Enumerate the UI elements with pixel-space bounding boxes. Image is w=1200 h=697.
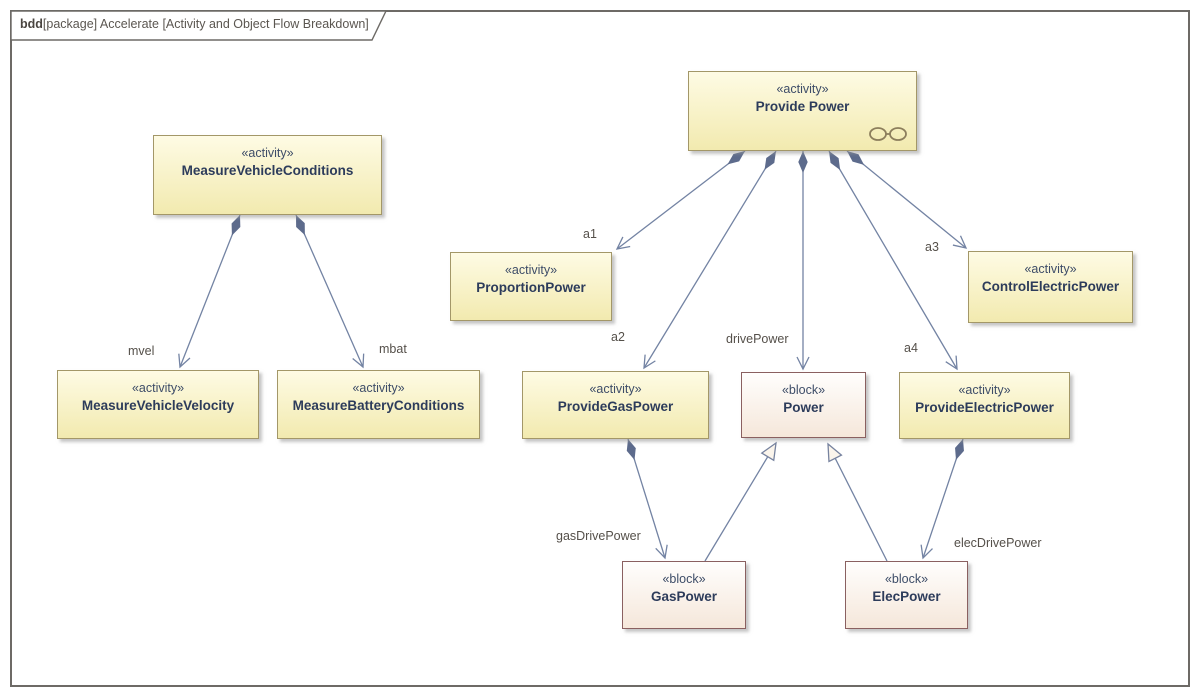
edge-label-a2: a2 <box>611 330 625 344</box>
node-name: ControlElectricPower <box>981 279 1120 294</box>
stereotype-label: «activity» <box>241 146 294 160</box>
edge-label-gasdrivepower: gasDrivePower <box>556 529 641 543</box>
edge-label-mbat: mbat <box>379 342 407 356</box>
connector-elecdrivepower-composition[interactable] <box>920 438 964 560</box>
node-name: MeasureVehicleConditions <box>181 163 354 178</box>
node-name: ProportionPower <box>476 280 586 295</box>
edge-label-a1: a1 <box>583 227 597 241</box>
stereotype-label: «block» <box>884 572 929 586</box>
node-provide-gas-power[interactable]: «activity» ProvideGasPower <box>522 371 709 439</box>
node-name: Power <box>783 400 824 415</box>
connector-elecpower-generalization[interactable] <box>828 444 888 562</box>
stereotype-label: «activity» <box>589 382 642 396</box>
frame-keyword: bdd <box>20 17 43 31</box>
connector-a2-composition[interactable] <box>643 150 777 370</box>
stereotype-label: «activity» <box>504 263 558 277</box>
node-name: MeasureBatteryConditions <box>292 398 465 413</box>
stereotype-label: «activity» <box>776 82 829 96</box>
stereotype-label: «block» <box>662 572 706 586</box>
frame-title-tab <box>10 10 388 41</box>
edge-label-a4: a4 <box>904 341 918 355</box>
edge-label-drivepower: drivePower <box>726 332 789 346</box>
node-provide-power[interactable]: «activity» Provide Power <box>688 71 917 151</box>
diagram-frame <box>10 10 1190 687</box>
connector-mbat-composition[interactable] <box>295 214 365 369</box>
node-name: ProvideElectricPower <box>915 400 1054 415</box>
node-power[interactable]: «block» Power <box>741 372 866 438</box>
node-measure-vehicle-conditions[interactable]: «activity» MeasureVehicleConditions <box>153 135 382 215</box>
node-name: ProvideGasPower <box>557 399 674 414</box>
node-name: Provide Power <box>755 99 850 114</box>
frame-title-text: [package] Accelerate [Activity and Objec… <box>42 17 369 31</box>
node-provide-electric-power[interactable]: «activity» ProvideElectricPower <box>899 372 1070 439</box>
node-measure-vehicle-velocity[interactable]: «activity» MeasureVehicleVelocity <box>57 370 259 439</box>
edge-label-elecdrivepower: elecDrivePower <box>954 536 1042 550</box>
stereotype-label: «block» <box>781 383 826 397</box>
node-control-electric-power[interactable]: «activity» ControlElectricPower <box>968 251 1133 323</box>
node-name: GasPower <box>650 589 718 604</box>
connector-gaspower-generalization[interactable] <box>704 443 776 562</box>
node-gas-power[interactable]: «block» GasPower <box>622 561 746 629</box>
node-proportion-power[interactable]: «activity» ProportionPower <box>450 252 612 321</box>
connector-a3-composition[interactable] <box>846 150 968 249</box>
stereotype-label: «activity» <box>958 383 1011 397</box>
node-elec-power[interactable]: «block» ElecPower <box>845 561 968 629</box>
composite-glasses-icon <box>869 127 907 141</box>
connector-gasdrivepower-composition[interactable] <box>626 438 668 560</box>
edge-label-mvel: mvel <box>128 344 155 358</box>
node-name: ElecPower <box>872 589 941 604</box>
stereotype-label: «activity» <box>1024 262 1077 276</box>
connector-a4-composition[interactable] <box>828 150 958 371</box>
stereotype-label: «activity» <box>352 381 405 395</box>
node-measure-battery-conditions[interactable]: «activity» MeasureBatteryConditions <box>277 370 480 439</box>
connector-mvel-composition[interactable] <box>178 214 241 369</box>
node-name: MeasureVehicleVelocity <box>81 398 235 413</box>
frame-title: bdd[package] Accelerate [Activity and Ob… <box>20 17 369 31</box>
stereotype-label: «activity» <box>131 381 185 395</box>
edge-label-a3: a3 <box>925 240 939 254</box>
